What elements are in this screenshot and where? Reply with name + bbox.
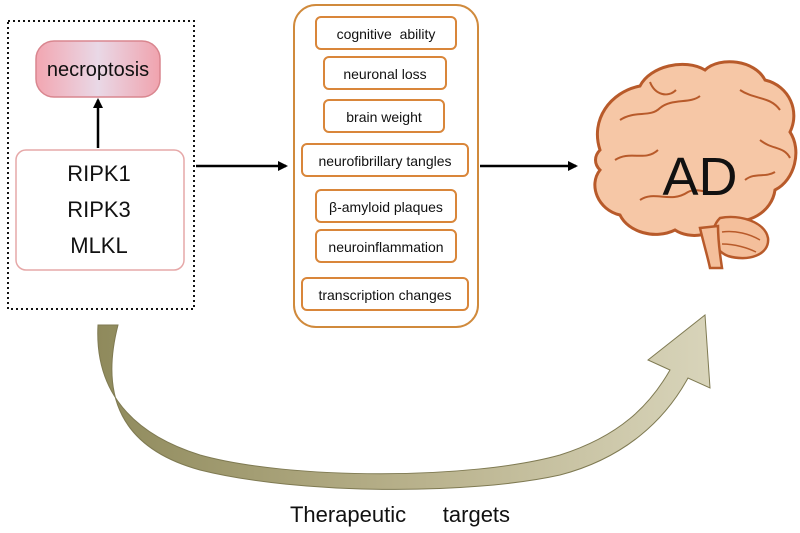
protein-box xyxy=(15,149,185,271)
necroptosis-box xyxy=(35,40,161,98)
protein-ripk3: RIPK3 xyxy=(67,197,131,222)
left-dotted-panel xyxy=(7,20,195,310)
feature-label: neurofibrillary tangles xyxy=(318,153,451,169)
necroptosis-label: necroptosis xyxy=(47,59,149,81)
brain-icon xyxy=(593,60,798,270)
feature-item-beta-amyloid-plaques: β-amyloid plaques xyxy=(315,189,457,223)
feature-label: brain weight xyxy=(346,109,422,125)
feature-item-neuronal-loss: neuronal loss xyxy=(323,56,447,90)
feature-item-cognitive-ability: cognitive ability xyxy=(315,16,457,50)
feature-label: β-amyloid plaques xyxy=(329,199,443,215)
protein-ripk1: RIPK1 xyxy=(67,161,131,186)
feature-label: neuronal loss xyxy=(343,66,426,82)
feature-label: neuroinflammation xyxy=(328,239,443,255)
therapeutic-targets-label: Therapeutic targets xyxy=(290,502,510,527)
feature-item-neuroinflammation: neuroinflammation xyxy=(315,229,457,263)
feature-label: transcription changes xyxy=(318,287,451,303)
feature-item-brain-weight: brain weight xyxy=(323,99,445,133)
protein-mlkl: MLKL xyxy=(70,233,127,258)
therapeutic-curved-arrow xyxy=(97,314,711,490)
ad-label: AD xyxy=(662,147,737,207)
feature-item-neurofibrillary-tangles: neurofibrillary tangles xyxy=(301,143,469,177)
feature-label: cognitive ability xyxy=(337,26,436,42)
feature-item-transcription-changes: transcription changes xyxy=(301,277,469,311)
